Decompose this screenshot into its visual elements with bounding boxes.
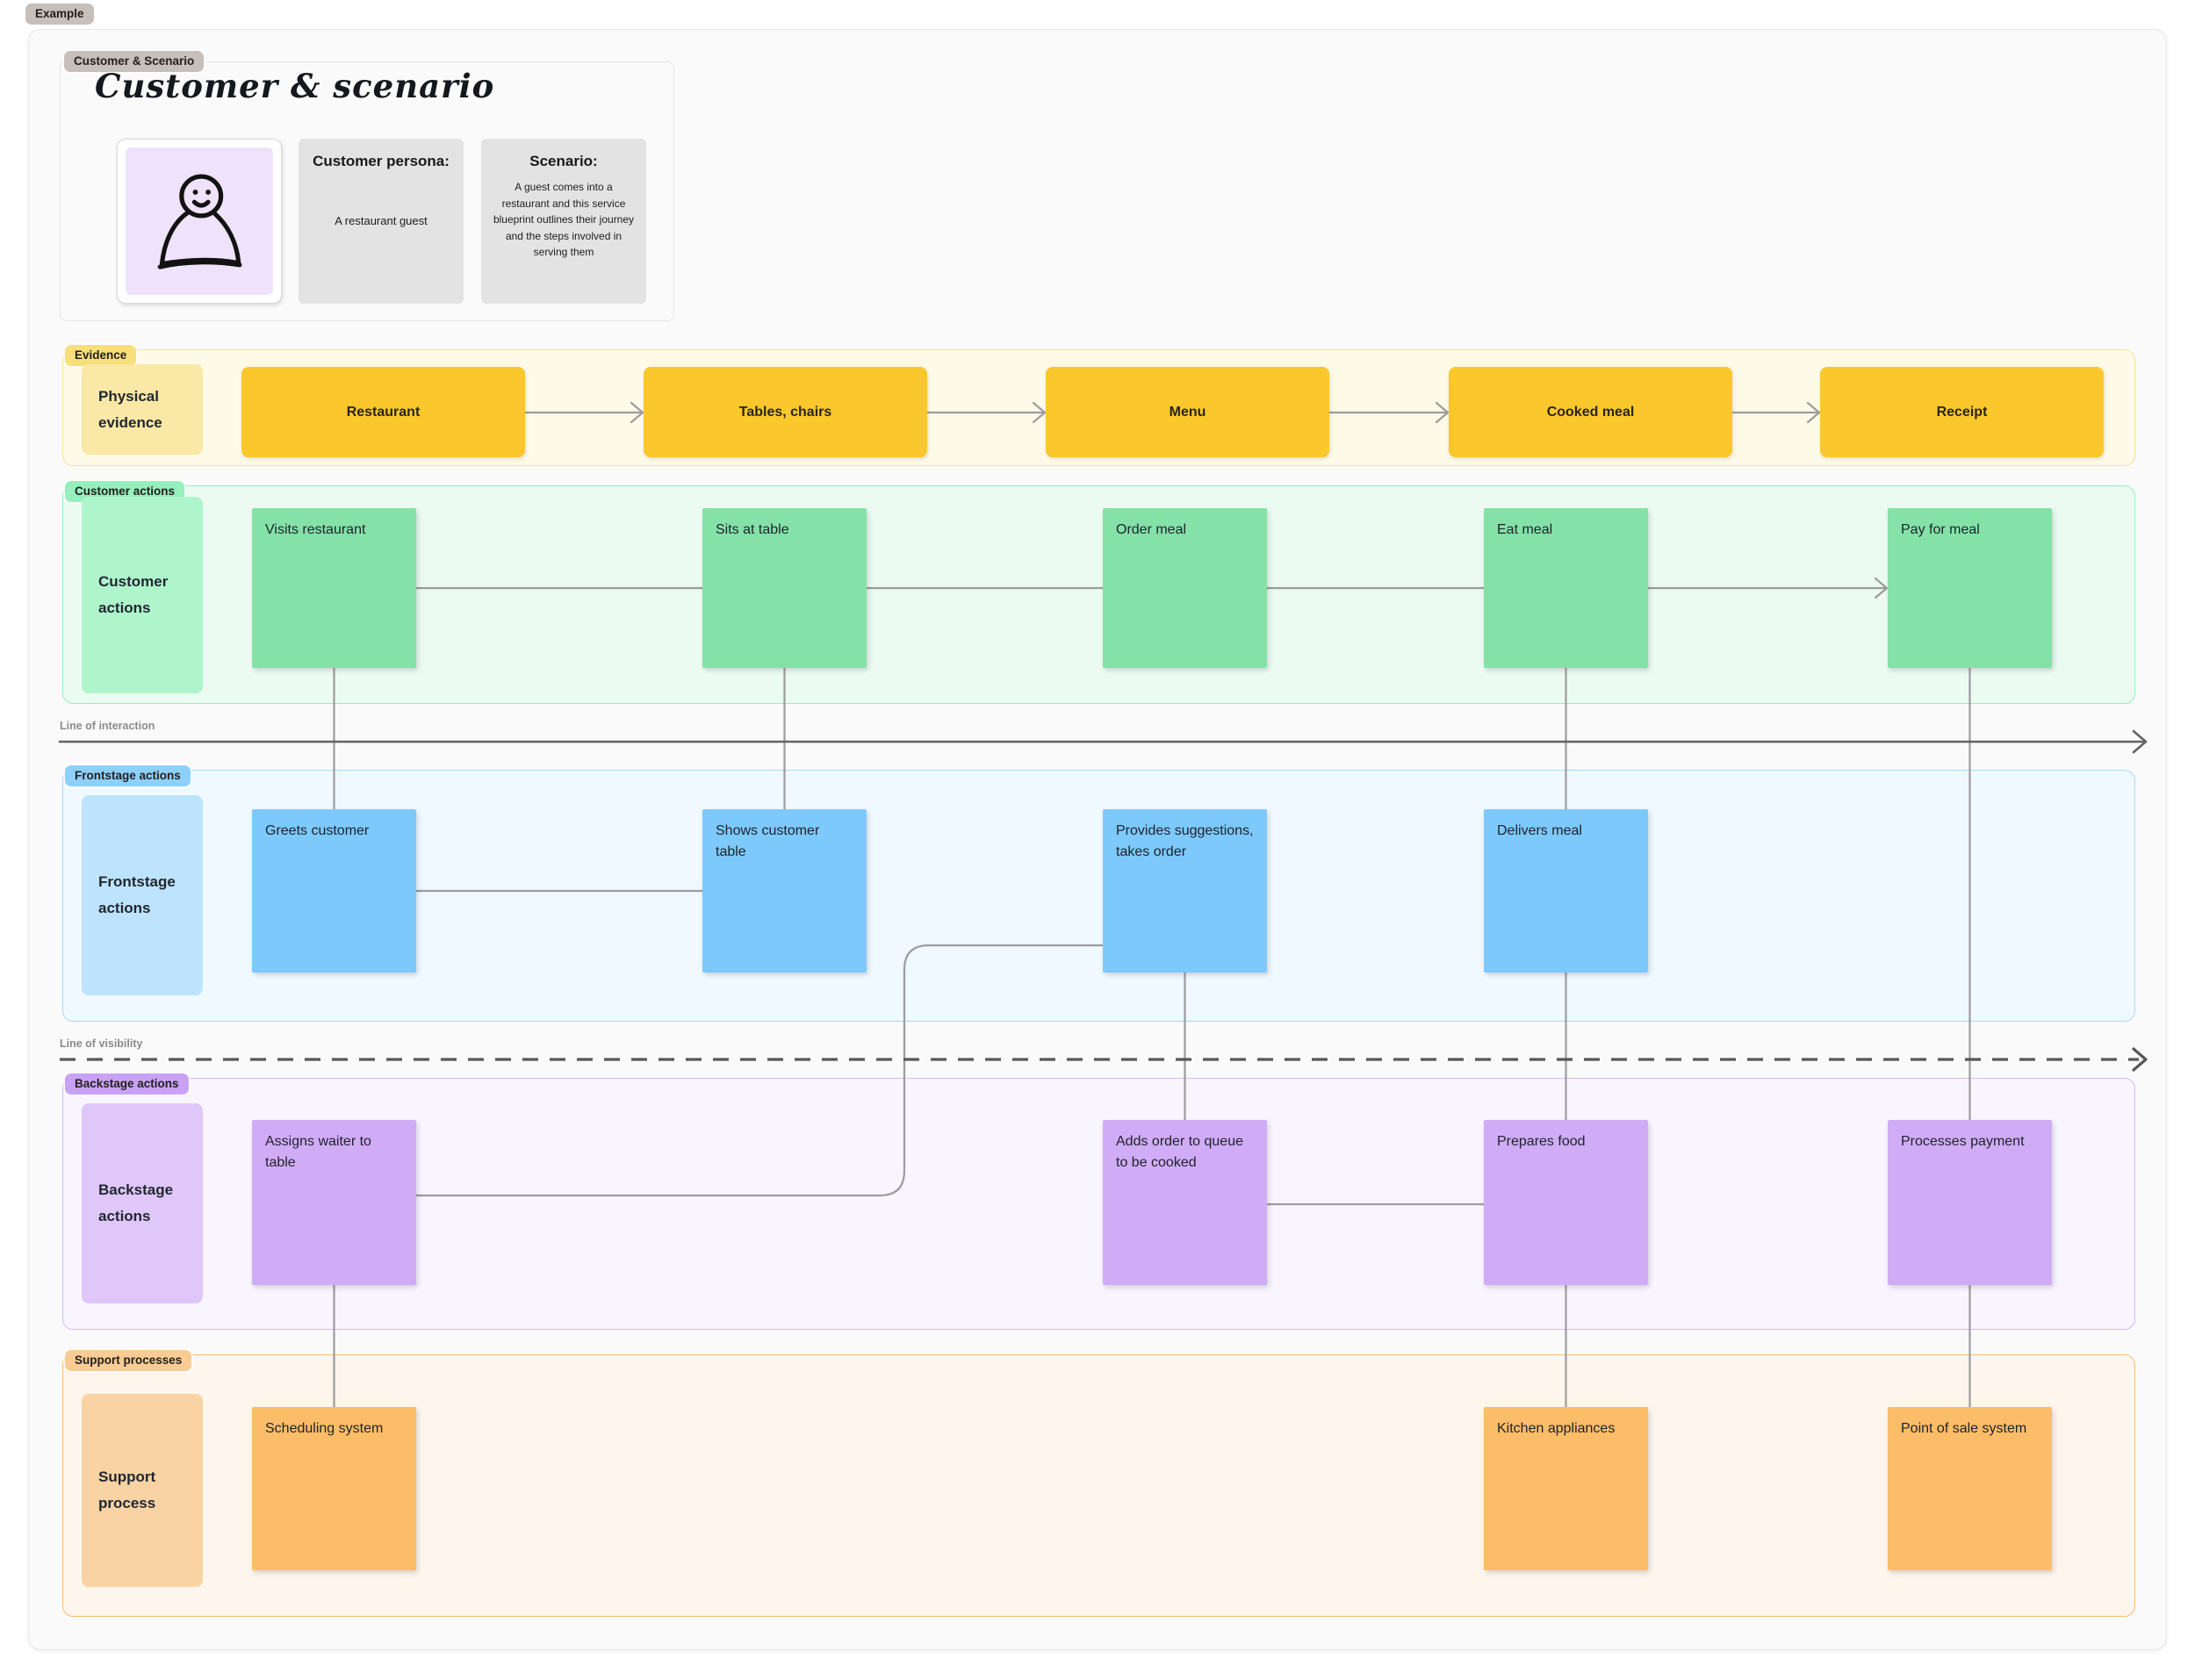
card-visits-restaurant[interactable]: Visits restaurant xyxy=(252,508,416,668)
evidence-lane-label[interactable]: Physical evidence xyxy=(82,364,203,455)
card-shows-customer-table[interactable]: Shows customer table xyxy=(702,809,867,973)
support-lane-label[interactable]: Support process xyxy=(82,1394,203,1587)
frontstage-lane-tag[interactable]: Frontstage actions xyxy=(65,765,191,787)
customer-scenario-frame[interactable] xyxy=(60,61,674,321)
card-scheduling-system[interactable]: Scheduling system xyxy=(252,1407,416,1570)
support-lane-tag[interactable]: Support processes xyxy=(65,1350,192,1372)
card-tables-chairs[interactable]: Tables, chairs xyxy=(644,367,927,457)
scenario-heading[interactable]: Customer & scenario xyxy=(95,67,495,105)
card-assigns-waiter-to-table[interactable]: Assigns waiter to table xyxy=(252,1120,416,1285)
card-restaurant[interactable]: Restaurant xyxy=(241,367,525,457)
smiling-person-doodle-icon xyxy=(157,174,242,269)
card-adds-order-to-queue[interactable]: Adds order to queue to be cooked xyxy=(1103,1120,1267,1285)
customer-persona-card[interactable]: Customer persona: A restaurant guest xyxy=(299,139,464,304)
scenario-body: A guest comes into a restaurant and this… xyxy=(493,181,635,259)
customer-persona-title: Customer persona: xyxy=(313,153,450,169)
persona-image-background xyxy=(126,147,273,295)
card-pay-for-meal[interactable]: Pay for meal xyxy=(1888,508,2052,668)
backstage-lane-tag[interactable]: Backstage actions xyxy=(65,1073,189,1095)
card-sits-at-table[interactable]: Sits at table xyxy=(702,508,867,668)
scenario-title: Scenario: xyxy=(529,153,598,169)
card-menu[interactable]: Menu xyxy=(1046,367,1329,457)
backstage-lane-label[interactable]: Backstage actions xyxy=(82,1103,203,1303)
customer-scenario-tag[interactable]: Customer & Scenario xyxy=(64,51,205,73)
card-point-of-sale-system[interactable]: Point of sale system xyxy=(1888,1407,2052,1570)
card-kitchen-appliances[interactable]: Kitchen appliances xyxy=(1484,1407,1648,1570)
persona-image-card[interactable] xyxy=(117,139,282,304)
card-prepares-food[interactable]: Prepares food xyxy=(1484,1120,1648,1285)
frontstage-lane-label[interactable]: Frontstage actions xyxy=(82,795,203,995)
scenario-card[interactable]: Scenario: A guest comes into a restauran… xyxy=(481,139,646,304)
card-eat-meal[interactable]: Eat meal xyxy=(1484,508,1648,668)
card-cooked-meal[interactable]: Cooked meal xyxy=(1449,367,1732,457)
customer-persona-body: A restaurant guest xyxy=(335,214,428,227)
customer-lane-label[interactable]: Customer actions xyxy=(82,497,203,693)
line-of-interaction-label: Line of interaction xyxy=(60,720,155,732)
line-of-visibility-label: Line of visibility xyxy=(60,1037,143,1050)
card-provides-suggestions-takes-order[interactable]: Provides suggestions, takes order xyxy=(1103,809,1267,973)
card-order-meal[interactable]: Order meal xyxy=(1103,508,1267,668)
evidence-lane-tag[interactable]: Evidence xyxy=(65,345,137,367)
card-greets-customer[interactable]: Greets customer xyxy=(252,809,416,973)
card-delivers-meal[interactable]: Delivers meal xyxy=(1484,809,1648,973)
example-tag[interactable]: Example xyxy=(25,4,94,25)
card-receipt[interactable]: Receipt xyxy=(1820,367,2104,457)
card-processes-payment[interactable]: Processes payment xyxy=(1888,1120,2052,1285)
